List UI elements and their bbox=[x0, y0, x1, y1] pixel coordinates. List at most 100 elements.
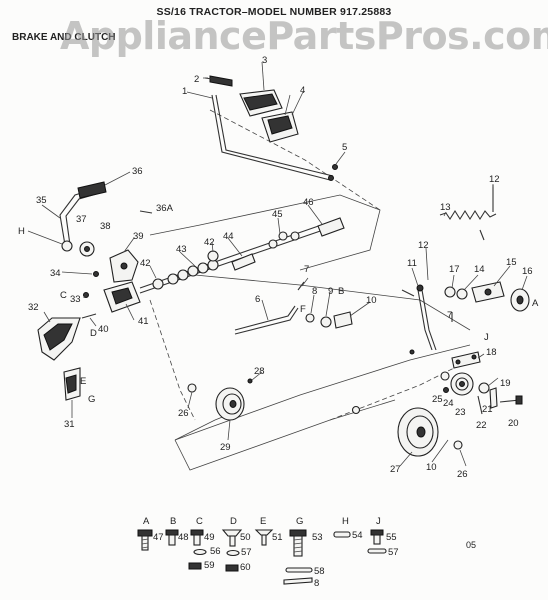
pin-icon bbox=[283, 577, 313, 585]
callout-label: 42 bbox=[204, 237, 215, 248]
callout-leader-lines bbox=[27, 77, 528, 467]
ref-letter: C bbox=[60, 290, 67, 301]
key-part-number: 8 bbox=[314, 578, 319, 589]
key-part-number: 58 bbox=[314, 566, 325, 577]
bolt-part-20 bbox=[499, 395, 523, 405]
key-letter: H bbox=[342, 516, 349, 527]
callout-label: 29 bbox=[220, 442, 231, 453]
bolt-g-icon bbox=[289, 529, 307, 557]
callout-label: 18 bbox=[486, 347, 497, 358]
drawing-code: 05 bbox=[466, 540, 477, 550]
clutch-pedal-arm bbox=[59, 181, 107, 257]
callout-label: 35 bbox=[36, 195, 47, 206]
callout-label: 40 bbox=[98, 324, 109, 335]
callout-label: 38 bbox=[100, 221, 111, 232]
callout-label: 23 bbox=[455, 407, 466, 418]
key-part-number: 49 bbox=[204, 532, 215, 543]
key-part-number: 47 bbox=[153, 532, 164, 543]
pedal-pad bbox=[239, 61, 283, 117]
ref-letter: B bbox=[338, 286, 344, 297]
callout-label: 10 bbox=[426, 462, 437, 473]
callout-label: 26 bbox=[178, 408, 189, 419]
key-part-number: 60 bbox=[240, 562, 251, 573]
tractor-frame-outline bbox=[149, 109, 471, 471]
key-part-number: 55 bbox=[386, 532, 397, 543]
bolt-j-icon bbox=[370, 529, 384, 545]
pin-icon bbox=[285, 567, 313, 573]
brake-rod bbox=[211, 94, 334, 181]
callout-label: 17 bbox=[449, 264, 460, 275]
cross-shaft bbox=[139, 217, 345, 294]
callout-label: 43 bbox=[176, 244, 187, 255]
callout-label: 21 bbox=[482, 404, 493, 415]
ref-letter: D bbox=[90, 328, 97, 339]
pulley-part-23 bbox=[450, 372, 474, 396]
callout-label: 9 bbox=[328, 286, 333, 297]
pin-part-7 bbox=[297, 281, 305, 291]
callout-label: 4 bbox=[300, 85, 305, 96]
key-part-number: 51 bbox=[272, 532, 283, 543]
callout-label: 1 bbox=[182, 86, 187, 97]
pin-part-5 bbox=[332, 164, 338, 170]
callout-label: 39 bbox=[133, 231, 144, 242]
bolt-d-icon bbox=[221, 529, 243, 547]
callout-label: 36 bbox=[132, 166, 143, 177]
nut-icon bbox=[188, 562, 202, 570]
bolt-b-icon bbox=[165, 529, 179, 546]
callout-label: 25 bbox=[432, 394, 443, 405]
callout-label: 3 bbox=[262, 55, 267, 66]
bracket-part-21 bbox=[489, 387, 498, 409]
pin-mid-right bbox=[409, 349, 415, 355]
callout-label: 26 bbox=[457, 469, 468, 480]
key-letter: C bbox=[196, 516, 203, 527]
key-part-number: 50 bbox=[240, 532, 251, 543]
bolt-a-icon bbox=[137, 529, 153, 551]
bolt-part-2 bbox=[204, 75, 233, 87]
pin-icon bbox=[367, 548, 387, 554]
washer-part-33 bbox=[83, 292, 89, 298]
nut-icon bbox=[225, 564, 239, 572]
callout-label: 12 bbox=[489, 174, 500, 185]
key-part-number: 56 bbox=[210, 546, 221, 557]
callout-label: 41 bbox=[138, 316, 149, 327]
pin-h-icon bbox=[333, 531, 351, 538]
rod-part-6 bbox=[234, 305, 299, 335]
key-part-number: 53 bbox=[312, 532, 323, 543]
lever-part-11 bbox=[416, 284, 437, 351]
callout-label: 22 bbox=[476, 420, 487, 431]
callout-label: 16 bbox=[522, 266, 533, 277]
pin-part-40 bbox=[81, 313, 97, 319]
idler-bracket-14-15 bbox=[444, 281, 505, 303]
callout-label: 36A bbox=[156, 203, 174, 214]
callout-label: 15 bbox=[506, 257, 517, 268]
nut-part-26-right bbox=[453, 440, 463, 450]
diagram-title: SS/16 TRACTOR–MODEL NUMBER 917.25883 bbox=[156, 6, 392, 18]
spacer-part-9 bbox=[320, 316, 332, 328]
spacer-part-19 bbox=[478, 382, 490, 394]
key-part-28 bbox=[247, 378, 253, 384]
clamp-part-41 bbox=[103, 281, 141, 313]
arm-part-32 bbox=[37, 317, 81, 361]
callout-label: 11 bbox=[407, 258, 417, 269]
key-letter: B bbox=[170, 516, 176, 527]
pulley-part-29 bbox=[215, 387, 245, 421]
callout-label: 46 bbox=[303, 197, 314, 208]
washer-icon bbox=[226, 549, 240, 557]
key-letter: A bbox=[143, 516, 150, 527]
washer-part-8 bbox=[305, 313, 315, 323]
washer-icon bbox=[193, 548, 207, 556]
ref-letter: E bbox=[80, 376, 86, 387]
nut-part-26-left bbox=[187, 383, 197, 393]
callout-label: 8 bbox=[312, 286, 317, 297]
pin-part-36A bbox=[139, 210, 153, 214]
key-part-number: 57 bbox=[388, 547, 399, 558]
callout-label: 2 bbox=[194, 74, 199, 85]
bolt-e-icon bbox=[254, 529, 274, 546]
reference-letters: A B C D E F G H J bbox=[18, 226, 539, 405]
callout-label: 13 bbox=[440, 202, 451, 213]
callout-label: 7 bbox=[447, 310, 452, 321]
callout-label: 24 bbox=[443, 398, 454, 409]
callout-label: 10 bbox=[366, 295, 377, 306]
